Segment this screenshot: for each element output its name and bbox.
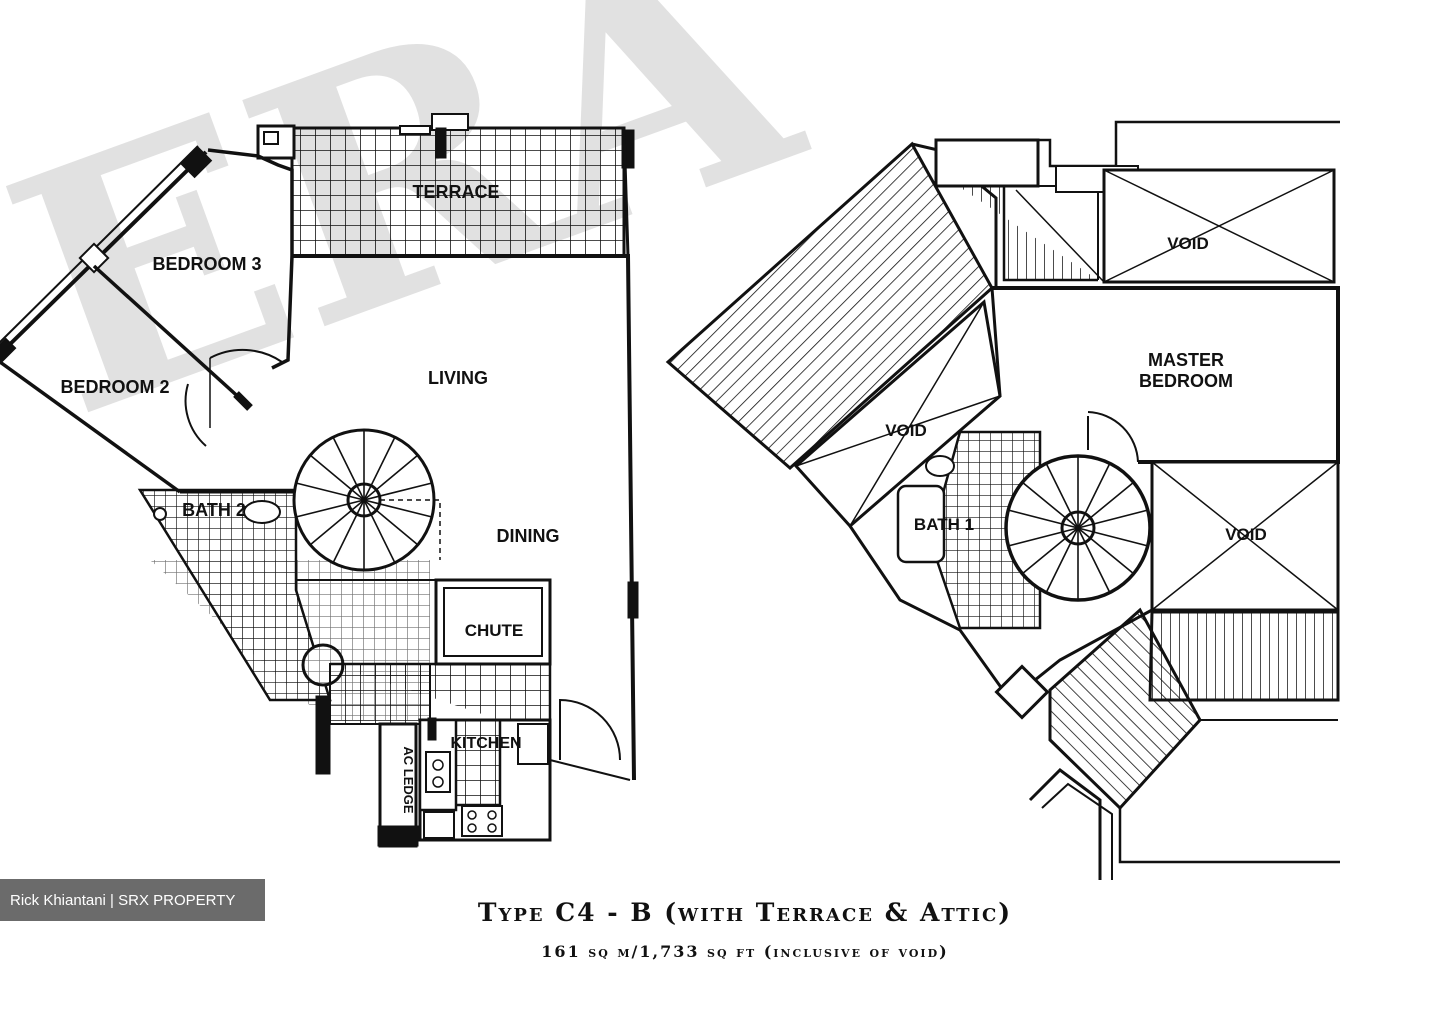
label-terrace: TERRACE [412, 182, 499, 202]
right-floor-plan [665, 120, 1340, 880]
label-kitchen: KITCHEN [450, 735, 521, 752]
roof-slope-lower [1048, 607, 1202, 811]
plan-type-title: Type C4 - B (with Terrace & Attic) [477, 898, 1013, 927]
label-living: LIVING [428, 368, 488, 388]
label-bedroom-2: BEDROOM 2 [60, 377, 169, 397]
label-void-top: VOID [1167, 234, 1209, 253]
plan-area-subtitle: 161 sq m/1,733 sq ft (inclusive of void) [541, 942, 949, 961]
label-chute: CHUTE [465, 621, 524, 640]
chute-box [434, 578, 552, 666]
label-bath-1: BATH 1 [914, 515, 974, 534]
spiral-staircase-left [292, 428, 441, 572]
label-ac-ledge: AC LEDGE [401, 746, 416, 814]
label-void-left: VOID [885, 421, 927, 440]
label-bedroom-3: BEDROOM 3 [152, 254, 261, 274]
photo-credit-text: Rick Khiantani | SRX PROPERTY [10, 891, 236, 909]
terrace-area [290, 126, 626, 258]
label-void-right: VOID [1225, 525, 1267, 544]
photo-credit-badge: Rick Khiantani | SRX PROPERTY [0, 879, 265, 921]
label-master-line2: BEDROOM [1139, 371, 1233, 391]
left-floor-plan [0, 113, 639, 848]
label-master-line1: MASTER [1148, 350, 1224, 370]
label-bath-2: BATH 2 [182, 500, 246, 520]
label-dining: DINING [497, 526, 560, 546]
spiral-staircase-right [1004, 454, 1152, 602]
